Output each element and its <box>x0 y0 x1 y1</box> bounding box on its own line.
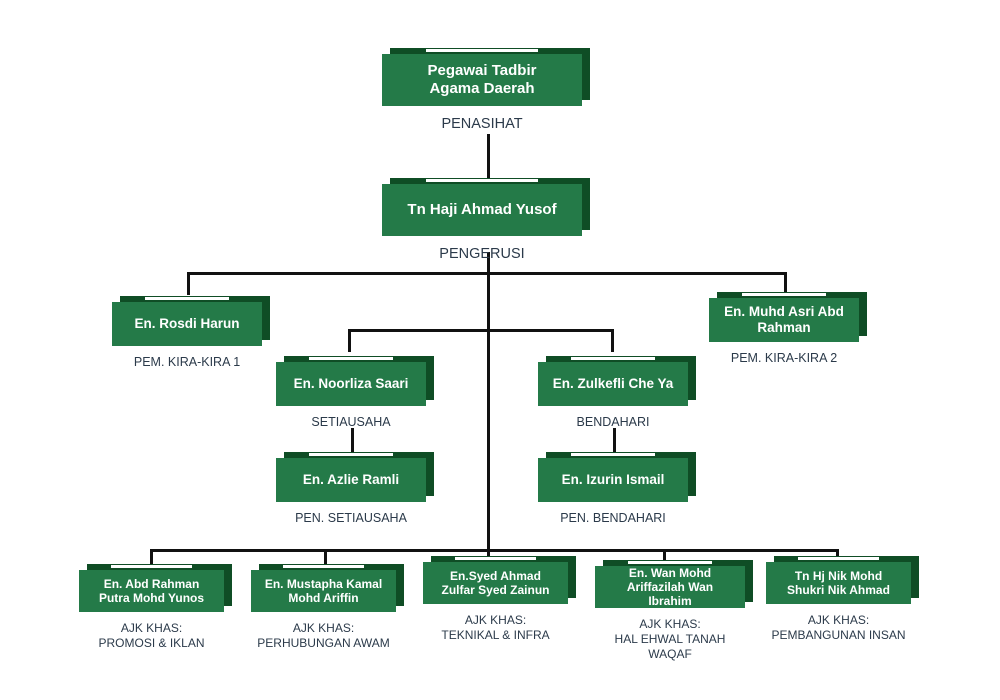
node-pen-bendahari-title: PEN. BENDAHARI <box>560 511 666 525</box>
accent-line-bottom <box>454 606 537 609</box>
node-ajk-pembangunan-insan[interactable]: Tn Hj Nik Mohd Shukri Nik Ahmad AJK KHAS… <box>766 556 919 643</box>
node-pem-kira-kira-2[interactable]: En. Muhd Asri Abd Rahman PEM. KIRA-KIRA … <box>709 292 867 367</box>
node-penasihat[interactable]: Pegawai Tadbir Agama Daerah PENASIHAT <box>382 48 590 133</box>
accent-line-bottom <box>426 108 538 111</box>
node-bendahari-name: En. Zulkefli Che Ya <box>538 362 688 406</box>
node-ajk-tanah-waqaf-title: AJK KHAS: HAL EHWAL TANAH WAQAF <box>614 617 726 661</box>
accent-line-top <box>571 357 655 360</box>
node-penasihat-name: Pegawai Tadbir Agama Daerah <box>382 54 582 106</box>
accent-line-top <box>145 297 229 300</box>
node-pengerusi-name: Tn Haji Ahmad Yusof <box>382 184 582 236</box>
node-bendahari-title: BENDAHARI <box>576 415 650 429</box>
node-pengerusi[interactable]: Tn Haji Ahmad Yusof PENGERUSI <box>382 178 590 263</box>
node-penasihat-title: PENASIHAT <box>441 116 523 132</box>
connector-setiausaha-to-pen-setiausaha <box>351 428 354 454</box>
node-pem-kira-kira-1-name: En. Rosdi Harun <box>112 302 262 346</box>
node-pen-setiausaha-title: PEN. SETIAUSAHA <box>295 511 407 525</box>
connector-bus-tier2 <box>348 329 614 332</box>
accent-line-bottom <box>282 614 365 617</box>
node-bendahari[interactable]: En. Zulkefli Che Ya BENDAHARI <box>538 356 696 431</box>
connector-bus-ajk <box>150 549 838 552</box>
node-setiausaha[interactable]: En. Noorliza Saari SETIAUSAHA <box>276 356 434 431</box>
node-pen-setiausaha[interactable]: En. Azlie Ramli PEN. SETIAUSAHA <box>276 452 434 527</box>
accent-line-bottom <box>110 614 193 617</box>
node-ajk-tanah-waqaf-name: En. Wan Mohd Ariffazilah Wan Ibrahim <box>595 566 745 608</box>
node-ajk-tanah-waqaf-box: En. Wan Mohd Ariffazilah Wan Ibrahim <box>595 560 753 613</box>
accent-line-bottom <box>426 238 538 241</box>
node-ajk-tanah-waqaf[interactable]: En. Wan Mohd Ariffazilah Wan Ibrahim AJK… <box>595 560 753 662</box>
accent-line-bottom <box>742 344 826 347</box>
accent-line-top <box>797 557 880 560</box>
node-bendahari-box: En. Zulkefli Che Ya <box>538 356 696 411</box>
node-ajk-perhubungan-awam-title: AJK KHAS: PERHUBUNGAN AWAM <box>257 621 390 650</box>
accent-line-bottom <box>309 408 393 411</box>
accent-line-bottom <box>797 606 880 609</box>
node-ajk-teknikal-infra-name: En.Syed Ahmad Zulfar Syed Zainun <box>423 562 568 604</box>
accent-line-top <box>309 357 393 360</box>
node-pem-kira-kira-2-title: PEM. KIRA-KIRA 2 <box>730 351 838 365</box>
node-ajk-promosi-iklan[interactable]: En. Abd Rahman Putra Mohd Yunos AJK KHAS… <box>79 564 232 651</box>
accent-line-top <box>454 557 537 560</box>
node-penasihat-box: Pegawai Tadbir Agama Daerah <box>382 48 590 111</box>
connector-pengerusi-spine <box>487 252 490 551</box>
connector-drop-pemkira2 <box>784 272 787 295</box>
node-pen-bendahari-box: En. Izurin Ismail <box>538 452 696 507</box>
connector-penasihat-to-pengerusi <box>487 134 490 184</box>
accent-line-bottom <box>571 504 655 507</box>
accent-line-top <box>282 565 365 568</box>
accent-line-bottom <box>628 610 712 613</box>
accent-line-bottom <box>571 408 655 411</box>
node-pem-kira-kira-1-box: En. Rosdi Harun <box>112 296 270 351</box>
node-ajk-pembangunan-insan-name: Tn Hj Nik Mohd Shukri Nik Ahmad <box>766 562 911 604</box>
accent-line-top <box>426 49 538 52</box>
accent-line-top <box>309 453 393 456</box>
node-ajk-pembangunan-insan-box: Tn Hj Nik Mohd Shukri Nik Ahmad <box>766 556 919 609</box>
node-pem-kira-kira-2-box: En. Muhd Asri Abd Rahman <box>709 292 867 347</box>
connector-drop-setiausaha <box>348 329 351 352</box>
connector-drop-bendahari <box>611 329 614 352</box>
node-pengerusi-box: Tn Haji Ahmad Yusof <box>382 178 590 241</box>
node-pen-bendahari-name: En. Izurin Ismail <box>538 458 688 502</box>
accent-line-top <box>110 565 193 568</box>
node-ajk-teknikal-infra-title: AJK KHAS: TEKNIKAL & INFRA <box>441 613 550 642</box>
accent-line-top <box>628 561 712 564</box>
node-pen-setiausaha-box: En. Azlie Ramli <box>276 452 434 507</box>
node-ajk-perhubungan-awam-name: En. Mustapha Kamal Mohd Ariffin <box>251 570 396 612</box>
node-pengerusi-title: PENGERUSI <box>439 246 525 262</box>
node-setiausaha-box: En. Noorliza Saari <box>276 356 434 411</box>
node-setiausaha-title: SETIAUSAHA <box>311 415 391 429</box>
accent-line-bottom <box>145 348 229 351</box>
node-ajk-perhubungan-awam[interactable]: En. Mustapha Kamal Mohd Ariffin AJK KHAS… <box>251 564 404 651</box>
node-ajk-promosi-iklan-title: AJK KHAS: PROMOSI & IKLAN <box>98 621 205 650</box>
node-pem-kira-kira-2-name: En. Muhd Asri Abd Rahman <box>709 298 859 342</box>
accent-line-top <box>742 293 826 296</box>
accent-line-top <box>571 453 655 456</box>
node-pen-setiausaha-name: En. Azlie Ramli <box>276 458 426 502</box>
connector-drop-ajk2 <box>324 549 327 571</box>
node-setiausaha-name: En. Noorliza Saari <box>276 362 426 406</box>
node-ajk-promosi-iklan-name: En. Abd Rahman Putra Mohd Yunos <box>79 570 224 612</box>
node-pen-bendahari[interactable]: En. Izurin Ismail PEN. BENDAHARI <box>538 452 696 527</box>
accent-line-top <box>426 179 538 182</box>
connector-drop-pemkira1 <box>187 272 190 295</box>
node-pem-kira-kira-1-title: PEM. KIRA-KIRA 1 <box>133 355 241 369</box>
accent-line-bottom <box>309 504 393 507</box>
connector-bus-tier1 <box>187 272 787 275</box>
node-ajk-teknikal-infra-box: En.Syed Ahmad Zulfar Syed Zainun <box>423 556 576 609</box>
node-ajk-pembangunan-insan-title: AJK KHAS: PEMBANGUNAN INSAN <box>771 613 906 642</box>
node-pem-kira-kira-1[interactable]: En. Rosdi Harun PEM. KIRA-KIRA 1 <box>112 296 270 371</box>
connector-drop-ajk1 <box>150 549 153 571</box>
node-ajk-promosi-iklan-box: En. Abd Rahman Putra Mohd Yunos <box>79 564 232 617</box>
node-ajk-teknikal-infra[interactable]: En.Syed Ahmad Zulfar Syed Zainun AJK KHA… <box>423 556 576 643</box>
connector-bendahari-to-pen-bendahari <box>613 428 616 454</box>
node-ajk-perhubungan-awam-box: En. Mustapha Kamal Mohd Ariffin <box>251 564 404 617</box>
